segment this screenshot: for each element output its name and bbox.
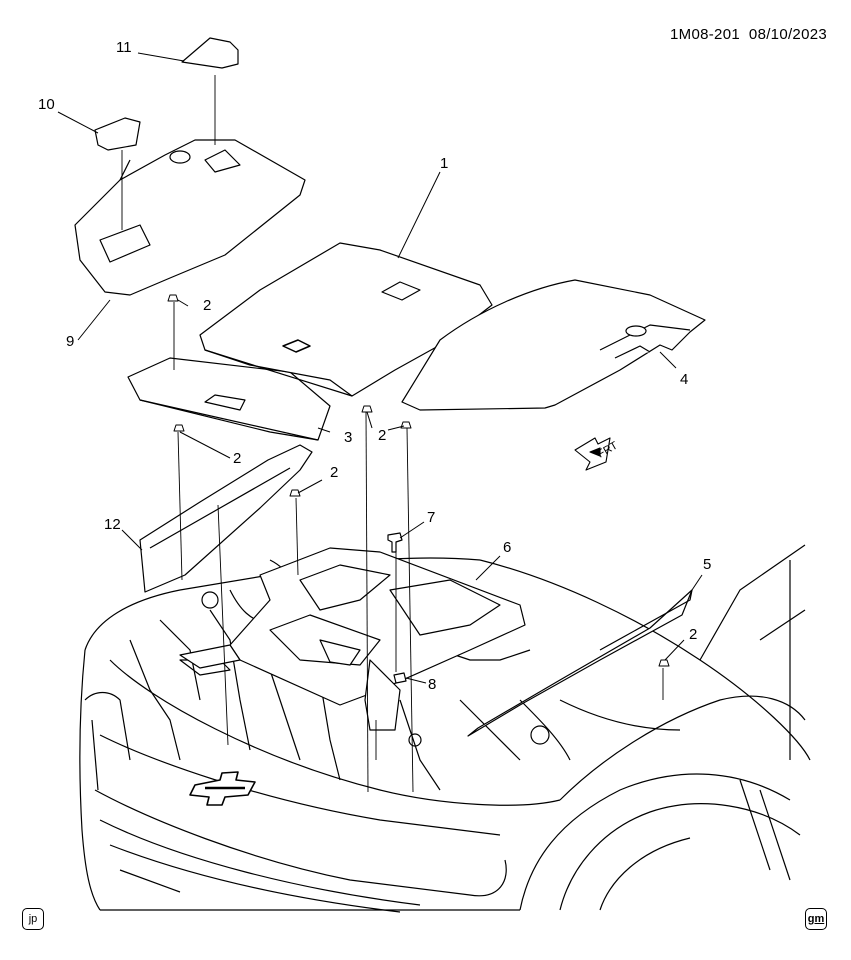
callout-5: 5 <box>703 556 712 573</box>
part-6-center-brace <box>179 547 526 731</box>
callout-4: 4 <box>680 371 689 388</box>
callout-6: 6 <box>503 539 512 556</box>
alignment-lines <box>121 75 664 793</box>
fastener-2e <box>289 489 301 497</box>
callout-2-panel: 2 <box>233 450 242 467</box>
fastener-2b <box>173 424 185 432</box>
part-5-detail <box>599 589 693 651</box>
callout-1: 1 <box>440 155 449 172</box>
fastener-group <box>167 294 670 667</box>
part-8-nut <box>393 672 407 684</box>
gm-logo: gm <box>805 908 827 930</box>
callout-11: 11 <box>116 39 132 56</box>
callout-7: 7 <box>427 509 436 526</box>
fastener-2a <box>167 294 179 302</box>
part-3-front-panel <box>127 357 331 441</box>
part-12-left-seal <box>139 444 313 593</box>
front-direction-indicator: FRT <box>574 437 621 471</box>
frt-label: FRT <box>596 439 621 460</box>
callout-10: 10 <box>38 96 55 113</box>
diagram-header: 1M08-201 08/10/2023 <box>670 26 827 43</box>
leader-lines <box>57 52 703 684</box>
callout-12: 12 <box>104 516 121 533</box>
part-10-cap <box>94 117 141 151</box>
callout-2-center: 2 <box>378 427 387 444</box>
part-4-right-cover <box>401 279 706 411</box>
callout-2-left-cover: 2 <box>203 297 212 314</box>
jp-badge: jp <box>22 908 44 930</box>
part-9-left-cover <box>74 139 306 296</box>
part-7-bolt <box>387 532 403 553</box>
callout-2-right: 2 <box>689 626 698 643</box>
diagram-date: 08/10/2023 <box>748 26 827 43</box>
vehicle-front-end <box>79 544 811 913</box>
part-12-detail <box>149 467 291 549</box>
callout-8: 8 <box>428 676 437 693</box>
fastener-2d <box>400 421 412 429</box>
callout-3: 3 <box>344 429 353 446</box>
fastener-2c <box>361 405 373 413</box>
diagram-code: 1M08-201 <box>670 26 740 43</box>
part-5-right-seal <box>467 589 693 737</box>
part-11-cap <box>181 37 239 69</box>
fastener-2f <box>658 659 670 667</box>
callout-9: 9 <box>66 333 75 350</box>
callout-2-seal: 2 <box>330 464 339 481</box>
